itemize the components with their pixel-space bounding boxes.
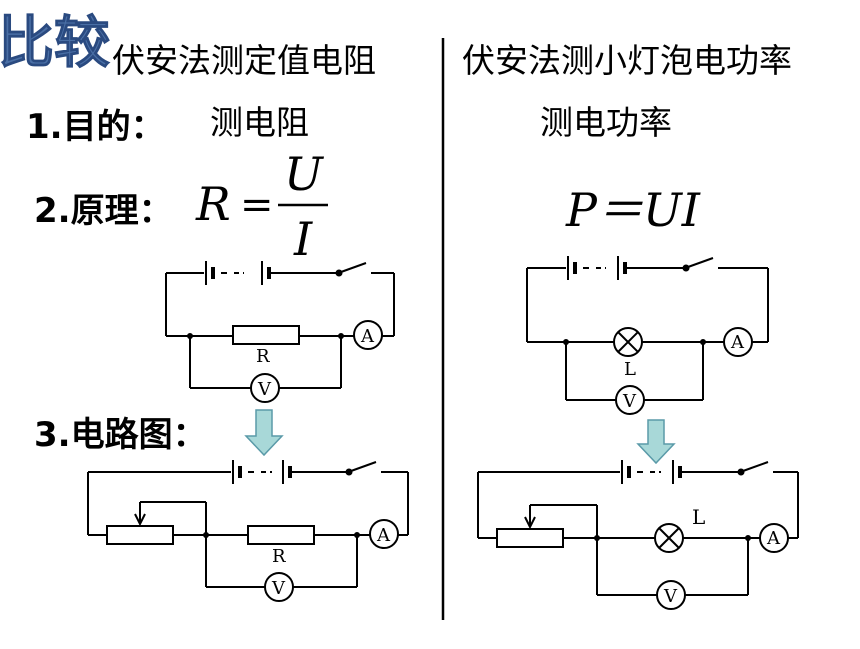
formula-left-equals: = bbox=[240, 182, 274, 228]
down-arrow-icon bbox=[244, 409, 284, 457]
voltmeter-label: V bbox=[622, 391, 637, 412]
resistor-symbol bbox=[247, 525, 315, 545]
formula-left-denominator: I bbox=[293, 212, 313, 266]
junction-node bbox=[203, 532, 209, 538]
principle-label: 2.原理： bbox=[34, 191, 173, 231]
junction-node bbox=[594, 535, 600, 541]
down-arrow-icon bbox=[636, 419, 676, 465]
ammeter-label: A bbox=[766, 528, 781, 549]
resistor-label: R bbox=[272, 546, 286, 567]
circuit-resistor-rheostat bbox=[87, 460, 409, 602]
resistor-symbol bbox=[232, 325, 300, 345]
voltmeter-label: V bbox=[271, 578, 286, 599]
junction-node bbox=[354, 532, 360, 538]
junction-node bbox=[187, 333, 193, 339]
formula-left: R = U I bbox=[195, 147, 328, 266]
resistor-label: R bbox=[256, 346, 270, 367]
formula-left-numerator: U bbox=[284, 147, 325, 201]
voltmeter-label: V bbox=[257, 379, 272, 400]
ammeter-label: A bbox=[730, 332, 745, 353]
ammeter-label: A bbox=[360, 326, 375, 347]
right-heading: 伏安法测小灯泡电功率 bbox=[462, 41, 792, 80]
purpose-right: 测电功率 bbox=[540, 103, 672, 142]
circuit-resistor-basic bbox=[165, 261, 395, 403]
left-heading: 伏安法测定值电阻 bbox=[112, 41, 376, 80]
switch-blade bbox=[340, 262, 367, 273]
ammeter-label: A bbox=[376, 525, 391, 546]
junction-node bbox=[700, 339, 706, 345]
formula-left-lhs: R bbox=[195, 177, 231, 231]
voltmeter-label: V bbox=[663, 586, 678, 607]
lamp-label: L bbox=[692, 505, 705, 529]
formula-right: P＝UI bbox=[565, 183, 701, 237]
junction-node bbox=[563, 339, 569, 345]
circuit-label: 3.电路图： bbox=[34, 415, 207, 455]
slide-title: 比较 bbox=[0, 11, 110, 76]
rheostat-symbol bbox=[496, 528, 564, 548]
rheostat-symbol bbox=[106, 525, 174, 545]
junction-node bbox=[338, 333, 344, 339]
circuit-lamp-rheostat bbox=[477, 460, 799, 610]
purpose-label: 1.目的： bbox=[26, 107, 165, 147]
junction-node bbox=[745, 535, 751, 541]
switch-pivot bbox=[335, 269, 343, 277]
purpose-left: 测电阻 bbox=[210, 103, 309, 142]
lamp-label: L bbox=[624, 359, 636, 380]
circuit-lamp-basic bbox=[526, 256, 769, 415]
